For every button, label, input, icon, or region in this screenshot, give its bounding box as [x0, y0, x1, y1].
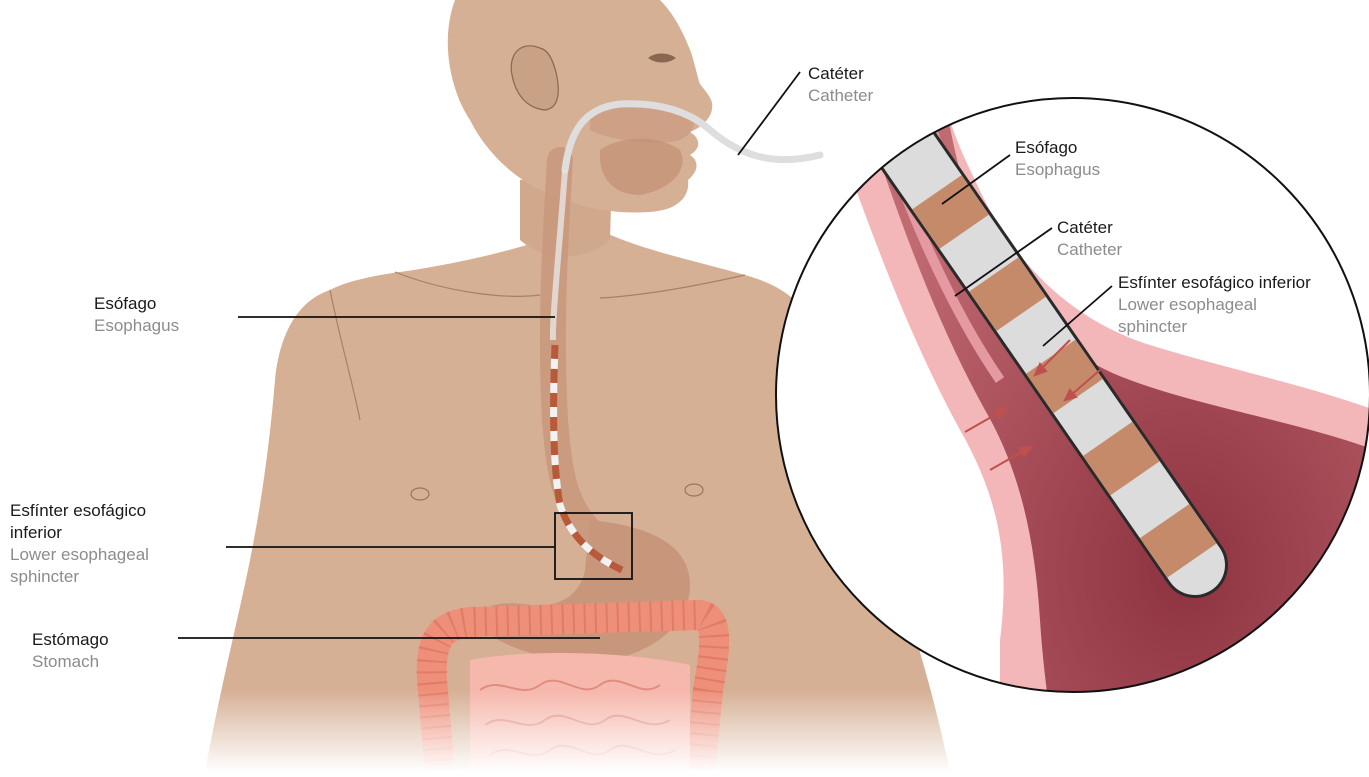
label-catheter-main-es: Catéter [808, 63, 873, 85]
label-esophagus-zoom-en: Esophagus [1015, 159, 1100, 181]
label-esophagus-main: Esófago Esophagus [94, 293, 179, 337]
label-esophagus-main-es: Esófago [94, 293, 179, 315]
label-esophagus-main-en: Esophagus [94, 315, 179, 337]
label-les-main-es-2: inferior [10, 522, 149, 544]
label-catheter-zoom-en: Catheter [1057, 239, 1122, 261]
label-les-main-en-2: sphincter [10, 566, 149, 588]
label-esophagus-zoom-es: Esófago [1015, 137, 1100, 159]
label-catheter-main-en: Catheter [808, 85, 873, 107]
label-les-main-es-1: Esfínter esofágico [10, 500, 149, 522]
label-stomach-main-en: Stomach [32, 651, 109, 673]
label-stomach-main-es: Estómago [32, 629, 109, 651]
label-les-zoom-en-2: sphincter [1118, 316, 1311, 338]
label-stomach-main: Estómago Stomach [32, 629, 109, 673]
label-catheter-zoom-es: Catéter [1057, 217, 1122, 239]
label-les-main: Esfínter esofágico inferior Lower esopha… [10, 500, 149, 588]
label-catheter-zoom: Catéter Catheter [1057, 217, 1122, 261]
leader-catheter-main [738, 72, 800, 155]
label-les-main-en-1: Lower esophageal [10, 544, 149, 566]
label-catheter-main: Catéter Catheter [808, 63, 873, 107]
label-les-zoom-en-1: Lower esophageal [1118, 294, 1311, 316]
label-esophagus-zoom: Esófago Esophagus [1015, 137, 1100, 181]
label-les-zoom: Esfínter esofágico inferior Lower esopha… [1118, 272, 1311, 338]
label-les-zoom-es: Esfínter esofágico inferior [1118, 272, 1311, 294]
